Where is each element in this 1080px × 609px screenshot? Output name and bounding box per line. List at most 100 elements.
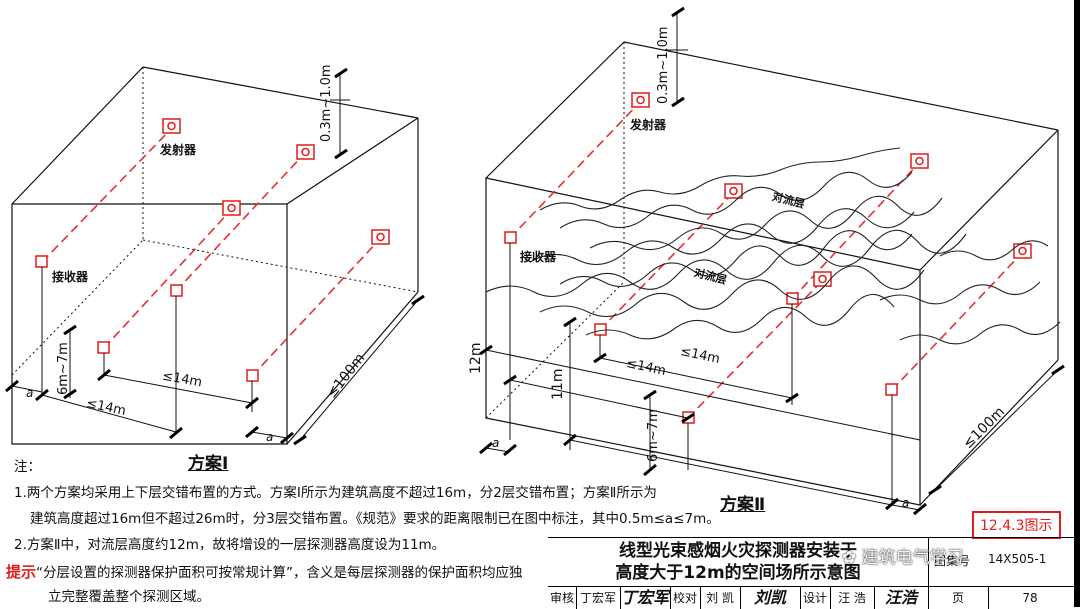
wave-line [939,240,1049,261]
tips-text: “分层设置的探测器保护面积可按常规计算”，含义是每层探测器的保护面积均应独 [36,565,523,581]
box2-edge [919,129,1059,271]
box1-hidden-edge [11,239,144,376]
tips-label: 提示 [6,563,37,581]
receiver-icon [246,369,259,382]
wave-line [485,229,967,298]
dim-ticks [5,67,425,446]
dim-03-label: 0.3m~1.0m [319,64,334,142]
watermark: ✿ 建筑电气学习 [842,543,964,568]
check-signature: 刘凯 [740,587,801,609]
dim-line [41,394,177,433]
scheme2-title: 方案Ⅱ [720,495,766,515]
dim-line [599,357,793,399]
page-number: 78 [1022,591,1038,605]
emitter-icon [296,144,315,160]
emitter-label: 发射器 [160,143,197,157]
box1-edge [286,117,419,205]
receiver-label: 接收器 [52,270,89,284]
box2-edge [623,41,1059,131]
design-name: 汪 浩 [830,587,875,609]
dim-7-label: 6m~7m [56,342,71,395]
emitter-label: 发射器 [630,118,667,132]
wave-line [539,147,901,211]
emitter-icon [631,92,650,108]
dim-7-label: 6m~7m [646,409,661,462]
design-label: 设计 [800,587,831,609]
wechat-icon: ✿ [842,548,862,568]
receiver-icon [594,323,607,336]
receiver-icon [97,341,110,354]
wave-line [899,321,1061,345]
beam-line [509,101,641,239]
wave-line [879,281,1041,305]
receiver-label: 接收器 [520,250,557,264]
box2-edge [919,359,1059,506]
wave-line [539,265,925,318]
wave-line [559,171,913,229]
design-signature: 汪浩 [874,587,929,609]
tips-line-1: 提示“分层设置的探测器保护面积可按常规计算”，含义是每层探测器的保护面积均应独 [6,563,523,582]
receiver-icon [170,284,183,297]
receiver-icon [35,255,48,268]
box1-front-face [11,203,288,445]
beam-line [41,127,173,263]
box2-edge [485,41,625,179]
alpha-label: a [26,386,34,400]
page-border [1074,0,1080,607]
title-line-1: 线型光束感烟火灾探测器安装于 [619,541,857,561]
beam-line [103,209,232,349]
beam-line [175,152,306,292]
title-block: 线型光束感烟火灾探测器安装于 高度大于12m的空间场所示意图 图集号 14X50… [548,537,1080,609]
box2-hidden-edge [485,281,625,419]
alpha-label: a [492,436,500,450]
box2-dimensions [479,6,1065,516]
emitter-icon [910,153,929,169]
box1-edge [11,66,144,205]
review-signature: 丁宏军 [620,587,671,609]
emitter-icon [724,183,743,199]
watermark-text: 建筑电气学习 [861,548,964,568]
emitter-icon [371,229,390,245]
box2-front-face [485,177,921,506]
box1-hidden-edge [142,239,419,293]
emitter-icon [162,118,181,134]
convection-waves [485,147,1061,345]
dim-03-label: 0.3m~1.0m [656,26,671,104]
dim-line [11,385,43,393]
dim-line [485,447,511,453]
check-label: 校对 [670,587,701,609]
wave-line [589,195,943,251]
title-block-title: 线型光束感烟火灾探测器安装于 高度大于12m的空间场所示意图 [548,538,929,588]
atlas-number: 14X505-1 [988,552,1047,566]
dim-line [934,369,1059,491]
note-line-2: 建筑高度超过16m但不超过26m时，分3层交错布置。《规范》要求的距离限制已在图… [30,511,720,527]
dim-line [569,439,893,506]
dim-line [509,379,689,419]
page-label: 页 [928,587,989,609]
emitter-icon [813,271,832,287]
emitter-icon [222,200,241,216]
notes-heading: 注： [14,459,41,475]
dim-line [891,504,921,511]
beam-lines [41,101,1023,419]
beam-line [687,280,823,419]
review-name: 丁宏军 [576,587,621,609]
title-block-signature-row: 审核 丁宏军 丁宏军 校对 刘 凯 刘凯 设计 汪 浩 汪浩 页 78 [548,586,1080,609]
receivers [35,231,898,424]
reference-tag: 12.4.3图示 [972,511,1061,539]
box1-hidden-edges [11,67,419,376]
beam-line [791,162,920,300]
emitters [162,92,1032,287]
box1-outline [11,66,419,445]
note-line-1: 1.两个方案均采用上下层交错布置的方式。方案Ⅰ所示为建筑高度不超过16m，分2层… [14,485,657,501]
dim-12-label: 12m [468,342,484,374]
title-line-2: 高度大于12m的空间场所示意图 [615,563,861,583]
dim-line [299,299,419,441]
alpha-label: a [902,496,910,510]
check-name: 刘 凯 [700,587,741,609]
dim-line [485,349,921,441]
review-label: 审核 [548,587,577,609]
note-line-3: 2.方案Ⅱ中，对流层高度约12m，故将增设的一层探测器高度设为11m。 [14,537,446,553]
dim-11-label: 11m [550,368,566,400]
